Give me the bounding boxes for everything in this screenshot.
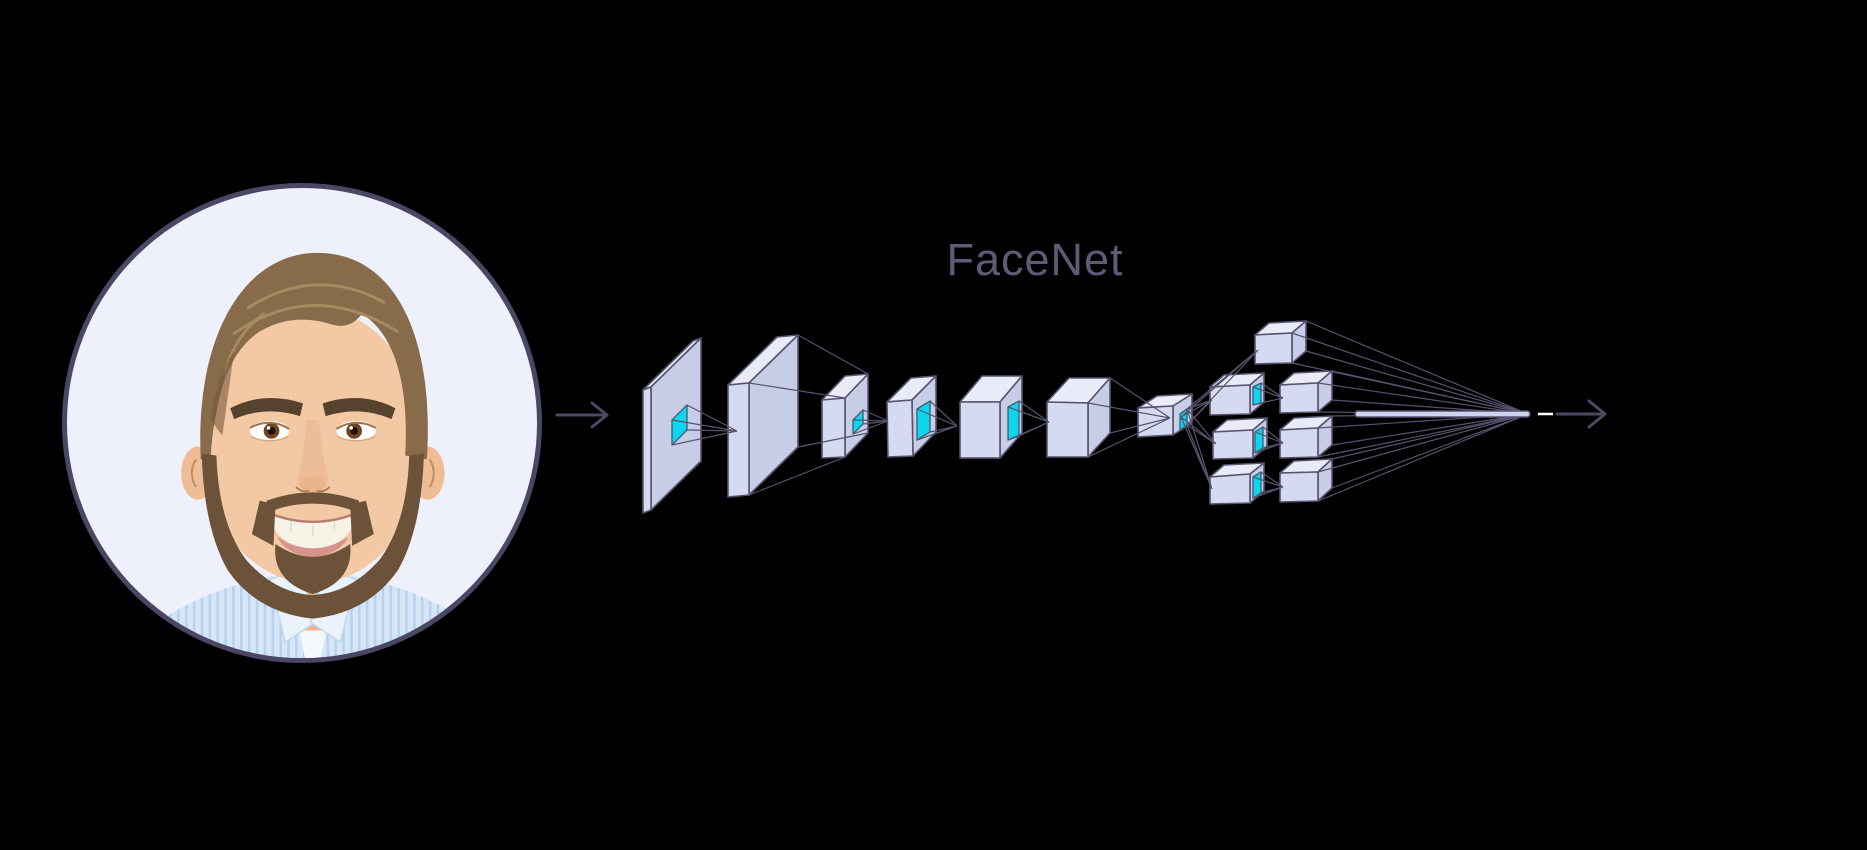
output-arrow-icon (1555, 399, 1607, 429)
conv-window (1007, 400, 1020, 441)
model-title: FaceNet (946, 234, 1124, 285)
layer-conv-block-4 (959, 375, 1023, 459)
connection-lines (671, 320, 1529, 502)
layer-conv-block-1 (727, 334, 799, 498)
hair (200, 252, 428, 460)
conv-window (1254, 426, 1264, 454)
branch-cube-left-3 (1209, 462, 1265, 505)
input-arrow-icon (555, 401, 609, 429)
face-illustration (124, 252, 502, 658)
embedding-bar (1354, 410, 1531, 418)
input-face-photo (62, 183, 542, 663)
branch-cube-right-3 (1279, 458, 1333, 503)
branch-cube-right-1 (1279, 370, 1333, 414)
layer-conv-block-3 (886, 375, 937, 458)
branch-cube-right-2 (1279, 415, 1333, 459)
conv-window (1252, 382, 1262, 406)
branch-cube-top (1254, 320, 1307, 365)
layer-conv-block-5 (1046, 377, 1111, 458)
beard (201, 453, 424, 619)
layer-conv-block-2 (821, 373, 869, 459)
layer-input-plate (642, 337, 702, 514)
branch-cube-left-1 (1209, 372, 1265, 416)
conv-window (1252, 471, 1262, 499)
branch-cube-left-2 (1212, 417, 1268, 460)
